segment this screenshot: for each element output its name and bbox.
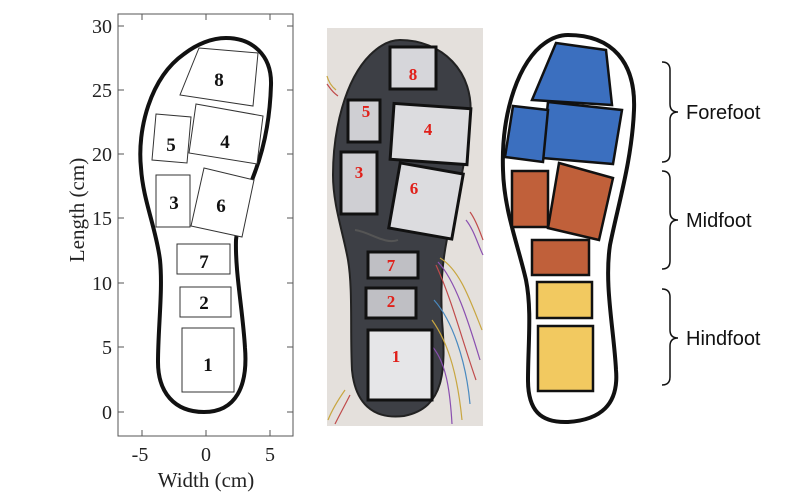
photo-label-6: 6 [410,179,419,198]
photo-label-3: 3 [355,163,364,182]
photo-sensor-5 [346,98,382,144]
forefoot-label: Forefoot [686,102,761,124]
midfoot-sensor-7 [530,238,591,277]
sensor-label-8: 8 [214,70,224,91]
hindfoot-sensor-1 [536,324,595,393]
sensor-label-1: 1 [203,355,213,376]
y-tick-label: 15 [92,208,112,230]
sensor-box-8 [179,47,259,107]
sensor-box-5 [151,113,192,164]
hindfoot-label: Hindfoot [686,328,761,350]
y-tick-label: 25 [92,80,112,102]
x-tick-label: -5 [132,444,149,466]
y-tick-label: 30 [92,16,112,38]
x-axis-label: Width (cm) [158,468,255,492]
forefoot-sensor-5 [503,104,550,164]
photo-sensor-6 [387,161,465,241]
sensor-label-6: 6 [216,196,226,217]
photo-sensor-7 [366,250,420,280]
photo-label-4: 4 [424,120,433,139]
y-tick-label: 5 [102,337,112,359]
photo-label-8: 8 [409,65,418,84]
photo-sensor-3 [339,150,379,216]
x-tick-marks [141,14,271,436]
sensor-box-1 [181,327,235,393]
sensor-box-2 [179,286,232,318]
sensor-label-2: 2 [199,293,209,314]
photo-label-5: 5 [362,102,371,121]
y-tick-marks [118,25,293,413]
y-axis-label: Length (cm) [65,158,89,262]
midfoot-sensor-6 [546,161,615,242]
sensor-label-5: 5 [166,135,176,156]
insole-outline [138,35,274,415]
sensor-box-6 [190,167,255,238]
sensor-label-3: 3 [169,193,179,214]
y-tick-label: 10 [92,273,112,295]
y-tick-label: 20 [92,144,112,166]
photo-sensor-1 [366,328,434,402]
photo-label-1: 1 [392,347,401,366]
x-tick-label: 0 [201,444,211,466]
photo-insole-crease [354,229,399,243]
sensor-label-4: 4 [220,132,230,153]
photo-sensor-2 [364,286,418,320]
photo-wires [326,75,484,425]
midfoot-label: Midfoot [686,210,752,232]
hindfoot-bracket [661,288,679,386]
midfoot-bracket [661,170,679,270]
x-tick-label: 5 [265,444,275,466]
sensor-box-7 [176,243,231,275]
photo-sensor-4 [388,101,473,167]
photo-label-2: 2 [387,292,396,311]
schematic-plot: 0 5 10 15 20 25 30 -5 0 5 Width (cm) Len… [65,13,294,492]
sensor-label-7: 7 [199,252,209,273]
midfoot-sensor-3 [510,169,550,229]
photo-sensor-8 [388,45,438,91]
region-map: Forefoot Midfoot Hindfoot [500,32,761,425]
hindfoot-sensor-2 [535,280,594,320]
photo-label-7: 7 [387,256,396,275]
sensor-box-3 [155,174,191,228]
y-tick-label: 0 [102,402,112,424]
forefoot-sensor-8 [530,41,614,107]
insole-photo: 8 4 5 6 3 7 2 1 [326,28,484,426]
forefoot-bracket [661,61,679,163]
sensor-box-4 [188,103,264,165]
forefoot-sensor-4 [540,100,624,166]
